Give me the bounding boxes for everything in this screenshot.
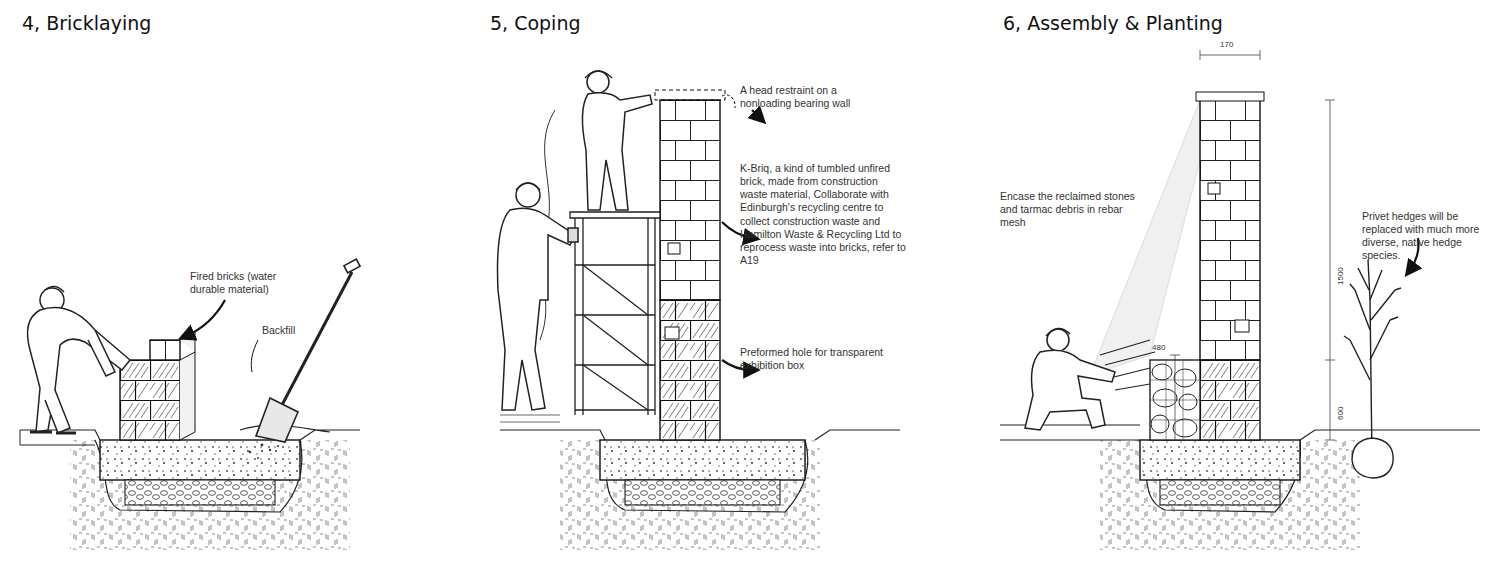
callout-note: Encase the reclaimed stones and tarmac d…: [1000, 190, 1140, 229]
callout-note: Privet hedges will be replaced with much…: [1362, 210, 1488, 263]
callout-note: Backfill: [262, 324, 322, 337]
callout-note: K-Briq, a kind of tumbled unfired brick,…: [740, 162, 908, 267]
callout-note: Fired bricks (water durable material): [190, 270, 310, 296]
dimension-label: 1500: [1336, 267, 1346, 285]
panel-title: 5, Coping: [490, 12, 581, 36]
panel-title: 6, Assembly & Planting: [1003, 12, 1223, 36]
dimension-label: 170: [1220, 40, 1233, 50]
panel-assembly-planting: [1000, 50, 1480, 550]
panel-title: 4, Bricklaying: [22, 12, 151, 36]
dimension-label: 480: [1152, 343, 1165, 353]
panel-coping: [498, 71, 901, 550]
callout-note: A head restraint on a nonloading bearing…: [740, 84, 890, 110]
dimension-label: 600: [1336, 407, 1346, 420]
panel-bricklaying: [20, 259, 360, 550]
callout-note: Preformed hole for transparent exhibitio…: [740, 346, 890, 372]
